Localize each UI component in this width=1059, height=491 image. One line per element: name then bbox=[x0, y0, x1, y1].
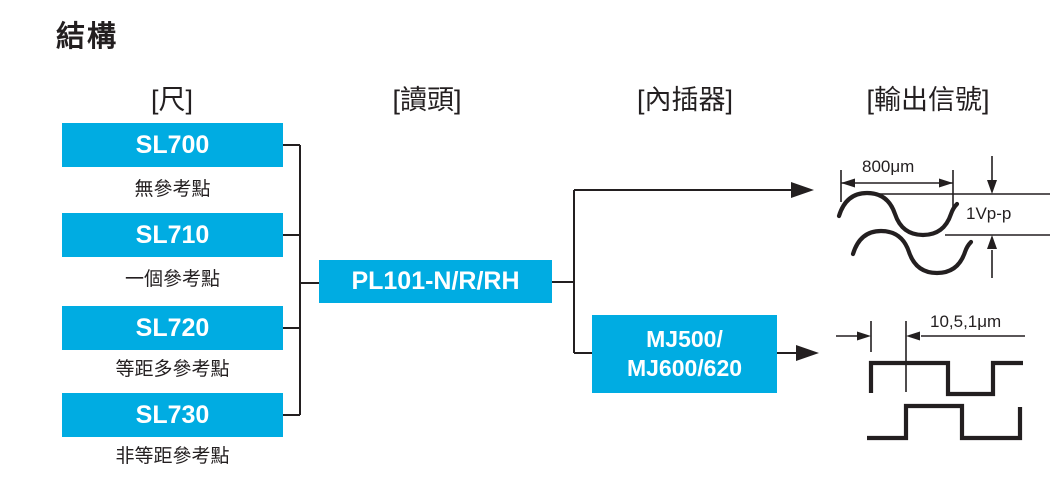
scale-desc-sl710: 一個參考點 bbox=[124, 269, 220, 290]
column-header-output-signal: [輸出信號] bbox=[866, 85, 990, 115]
digital-resolution-label: 10,5,1μm bbox=[930, 312, 1002, 331]
column-header-interpolator: [內插器] bbox=[636, 85, 733, 115]
digital-dimension-lines bbox=[836, 321, 1025, 392]
scale-bus-lines bbox=[283, 144, 319, 416]
analog-path-arrowhead bbox=[791, 182, 814, 198]
column-header-read-head: [讀頭] bbox=[392, 85, 462, 115]
interpolator-box-mj: MJ500/ MJ600/620 bbox=[592, 315, 777, 393]
scale-desc-sl720: 等距多參考點 bbox=[115, 359, 230, 380]
diagram-title: 結構 bbox=[56, 21, 119, 53]
analog-amplitude-label: 1Vp-p bbox=[966, 204, 1012, 223]
digital-path-arrowhead bbox=[796, 345, 819, 361]
scale-box-sl700: SL700 bbox=[62, 123, 283, 167]
readhead-branch-lines bbox=[552, 189, 796, 354]
scale-desc-sl730: 非等距參考點 bbox=[115, 446, 230, 467]
analog-dimension-arrowheads bbox=[841, 178, 997, 249]
analog-period-label: 800μm bbox=[862, 157, 915, 176]
square-wave-pair bbox=[867, 360, 1023, 441]
scale-box-sl710: SL710 bbox=[62, 213, 283, 257]
analog-dimension-lines bbox=[840, 156, 1050, 278]
column-header-scale: [尺] bbox=[150, 85, 193, 115]
scale-box-sl720: SL720 bbox=[62, 306, 283, 350]
interpolator-model-line1: MJ500/ bbox=[646, 326, 723, 352]
sine-wave-pair bbox=[836, 190, 974, 276]
interpolator-model-line2: MJ600/620 bbox=[626, 355, 743, 381]
scale-box-sl730: SL730 bbox=[62, 393, 283, 437]
readhead-box-pl101: PL101-N/R/RH bbox=[319, 260, 552, 303]
scale-desc-sl700: 無參考點 bbox=[134, 179, 211, 200]
digital-dimension-arrowheads bbox=[857, 331, 920, 341]
